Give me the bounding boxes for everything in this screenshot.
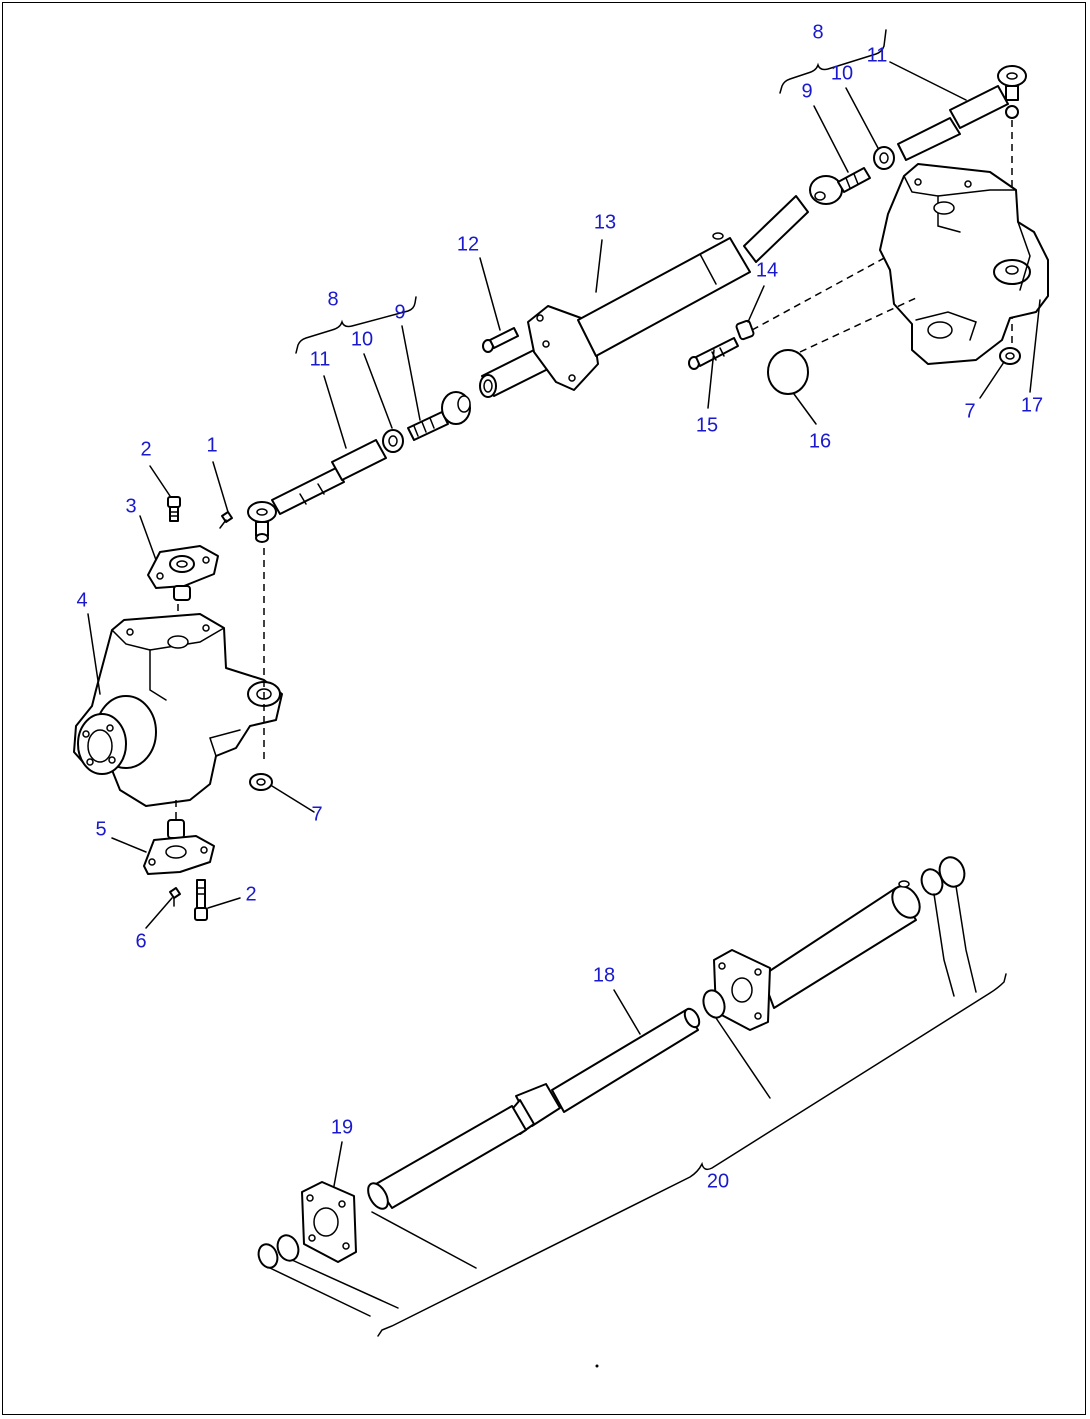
callout-1: 1 — [206, 434, 217, 456]
cylinder-barrel-20 — [761, 880, 921, 1009]
callout-20: 20 — [707, 1170, 729, 1192]
callout-2-bottom: 2 — [245, 883, 256, 905]
snap-ring-right-2 — [938, 856, 966, 888]
nut-10-right — [873, 146, 895, 170]
gland-19 — [301, 1181, 357, 1263]
callout-5: 5 — [95, 818, 106, 840]
callout-7-right: 7 — [964, 400, 975, 422]
nut-7-right — [999, 347, 1021, 365]
stray-dot — [595, 1364, 599, 1368]
callout-11-right: 11 — [867, 44, 888, 66]
leader-left-ring-1 — [269, 1267, 371, 1317]
callout-4: 4 — [76, 589, 87, 611]
tie-rod-end-11-right — [897, 65, 1027, 161]
kingpin-cap-5 — [143, 819, 215, 875]
callout-16: 16 — [809, 430, 831, 452]
bolt-2-bottom — [194, 879, 208, 921]
assembly-line-14 — [751, 255, 889, 331]
bolt-2-top — [167, 496, 181, 522]
callout-15: 15 — [696, 414, 718, 436]
bolt-12 — [482, 327, 519, 353]
callout-8-right: 8 — [812, 21, 823, 43]
callout-11-left: 11 — [310, 348, 331, 370]
leader-right-ring-1 — [933, 893, 955, 997]
cap-16 — [767, 349, 809, 395]
flange-20 — [713, 949, 771, 1031]
callout-7-left: 7 — [311, 803, 322, 825]
bolt-15 — [688, 337, 739, 370]
steering-cylinder-13 — [479, 175, 843, 398]
ball-joint-9-right — [837, 167, 871, 193]
callout-14: 14 — [756, 259, 778, 281]
callout-2-top: 2 — [140, 438, 151, 460]
callout-9-left: 9 — [394, 301, 405, 323]
callout-18: 18 — [593, 964, 615, 986]
nut-10-left — [382, 429, 404, 453]
leader-lines — [87, 61, 1041, 1187]
brace-8-right — [779, 29, 887, 94]
grease-fitting-6 — [169, 887, 181, 907]
callout-19: 19 — [331, 1116, 353, 1138]
brace-8-left — [295, 296, 417, 354]
callout-8-left: 8 — [327, 288, 338, 310]
leader-right-ring-2 — [955, 885, 977, 993]
callout-13: 13 — [594, 211, 616, 233]
leader-seal-ring — [715, 1017, 771, 1099]
assembly-line-16 — [799, 297, 917, 353]
bushing-14 — [735, 319, 755, 341]
leader-left-ring-2 — [291, 1259, 399, 1309]
callout-12: 12 — [457, 233, 479, 255]
steering-knuckle-17 — [879, 163, 1049, 365]
callout-6: 6 — [135, 930, 146, 952]
brace-20 — [377, 973, 1007, 1337]
callout-10-left: 10 — [351, 328, 373, 350]
callout-17: 17 — [1021, 394, 1043, 416]
kingpin-cap-3 — [147, 545, 219, 601]
seal-ring — [702, 989, 726, 1019]
snap-ring-left-1 — [257, 1243, 279, 1269]
callout-10-right: 10 — [831, 62, 853, 84]
nut-7-left — [249, 773, 273, 791]
leader-rod-end — [371, 1211, 477, 1269]
piston-rod-18 — [367, 1007, 701, 1210]
ball-joint-9-left — [407, 391, 471, 441]
grease-fitting-1 — [219, 511, 233, 529]
callout-9-right: 9 — [801, 80, 812, 102]
steering-knuckle-4 — [73, 613, 283, 807]
callout-3: 3 — [125, 495, 136, 517]
tie-rod-end-11-left — [247, 439, 387, 543]
